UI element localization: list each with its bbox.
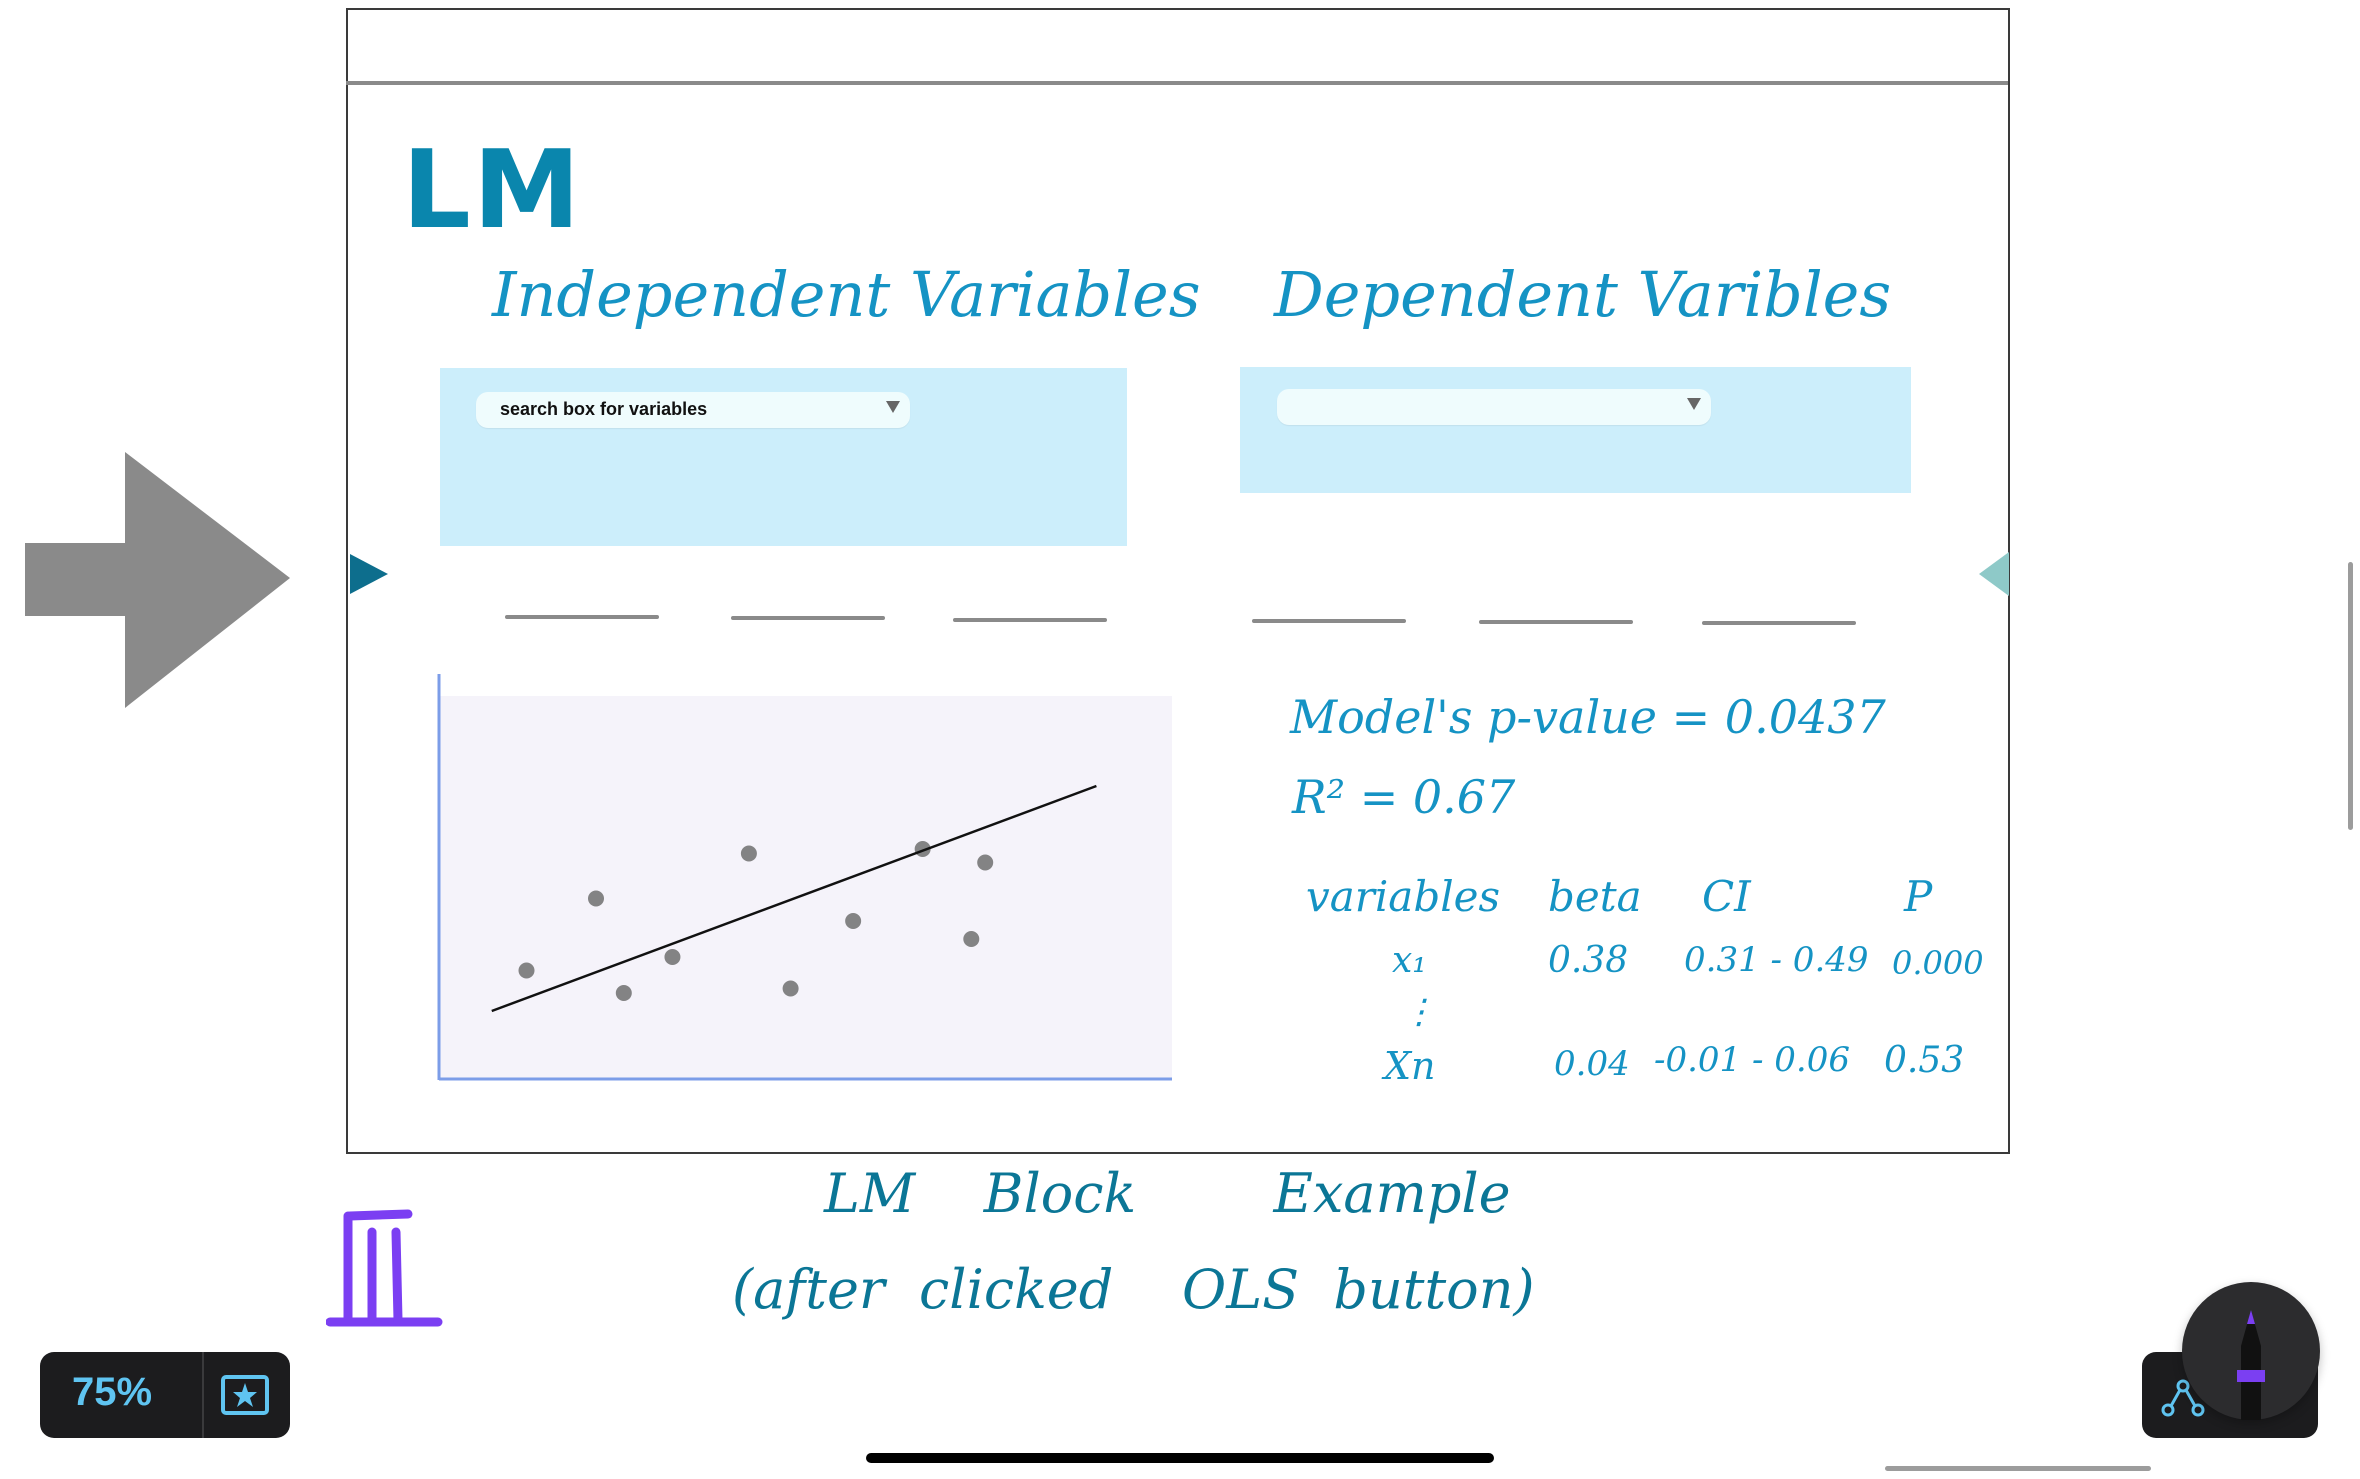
zoom-level-button[interactable]: 75% bbox=[72, 1370, 153, 1414]
toolbar-divider bbox=[202, 1352, 204, 1438]
table-header-variables: variables bbox=[1306, 872, 1501, 921]
regression-scatter-plot bbox=[437, 674, 1172, 1081]
scatter-point bbox=[782, 980, 799, 997]
dependent-variables-panel bbox=[1240, 367, 1911, 493]
page-title: LM bbox=[402, 128, 583, 253]
pen-tool-button[interactable] bbox=[2182, 1282, 2320, 1420]
scatter-point bbox=[740, 845, 757, 862]
scatter-point bbox=[963, 931, 980, 947]
chevron-down-icon[interactable] bbox=[886, 401, 900, 413]
scatter-point bbox=[977, 854, 994, 871]
frame-header-line bbox=[346, 81, 2008, 85]
table-cell-beta: 0.38 bbox=[1548, 940, 1629, 981]
placeholder-dash bbox=[731, 616, 885, 620]
placeholder-dash bbox=[1702, 621, 1856, 625]
fit-line bbox=[491, 784, 1097, 1013]
plot-area bbox=[439, 696, 1172, 1078]
model-pvalue-text: Model's p-value = 0.0437 bbox=[1290, 690, 1886, 744]
table-header-ci: CI bbox=[1702, 872, 1751, 921]
dependent-search-input[interactable] bbox=[1277, 389, 1711, 425]
independent-variables-panel: search box for variables bbox=[440, 368, 1127, 546]
scatter-point bbox=[664, 949, 681, 965]
right-expand-icon[interactable] bbox=[1977, 550, 2011, 598]
placeholder-dash bbox=[1479, 620, 1633, 624]
left-expand-icon[interactable] bbox=[348, 552, 390, 596]
scatter-point bbox=[518, 962, 535, 979]
table-cell-variable: x₁ bbox=[1392, 940, 1427, 981]
horizontal-scrollbar[interactable] bbox=[1885, 1466, 2151, 1471]
table-header-p: P bbox=[1904, 872, 1933, 921]
placeholder-dash bbox=[953, 618, 1107, 622]
table-cell-ci: 0.31 - 0.49 bbox=[1684, 940, 1869, 980]
table-header-beta: beta bbox=[1548, 872, 1642, 921]
independent-search-input[interactable]: search box for variables bbox=[476, 392, 910, 428]
placeholder-dash bbox=[1252, 619, 1406, 623]
table-cell-ellipsis: ⋮ bbox=[1402, 992, 1436, 1032]
big-arrow-icon bbox=[25, 452, 290, 708]
caption-subtitle: (after clicked OLS button) bbox=[732, 1258, 1535, 1321]
home-indicator[interactable] bbox=[866, 1453, 1494, 1463]
table-cell-variable: Xn bbox=[1384, 1044, 1436, 1088]
lasso-icon[interactable] bbox=[2160, 1378, 2208, 1418]
placeholder-dash bbox=[505, 615, 659, 619]
independent-variables-title: Independent Variables bbox=[492, 258, 1201, 331]
trash-icon[interactable] bbox=[326, 1204, 444, 1330]
table-cell-beta: 0.04 bbox=[1554, 1044, 1630, 1084]
chevron-down-icon[interactable] bbox=[1687, 398, 1701, 410]
scatter-point bbox=[588, 890, 604, 907]
star-box-icon[interactable] bbox=[220, 1374, 270, 1416]
zoom-toolbar: 75% bbox=[40, 1352, 290, 1438]
table-cell-p: 0.53 bbox=[1884, 1040, 1965, 1081]
scatter-point bbox=[615, 985, 632, 1001]
table-cell-p: 0.000 bbox=[1892, 944, 1984, 982]
search-placeholder: search box for variables bbox=[500, 399, 708, 419]
table-cell-ci: -0.01 - 0.06 bbox=[1654, 1040, 1850, 1080]
pen-icon bbox=[2237, 1310, 2265, 1420]
scatter-point bbox=[845, 913, 862, 929]
r-squared-text: R² = 0.67 bbox=[1292, 770, 1516, 824]
vertical-scrollbar[interactable] bbox=[2348, 562, 2353, 830]
dependent-variables-title: Dependent Varibles bbox=[1274, 258, 1892, 331]
caption-title: LM Block Example bbox=[824, 1162, 1511, 1225]
